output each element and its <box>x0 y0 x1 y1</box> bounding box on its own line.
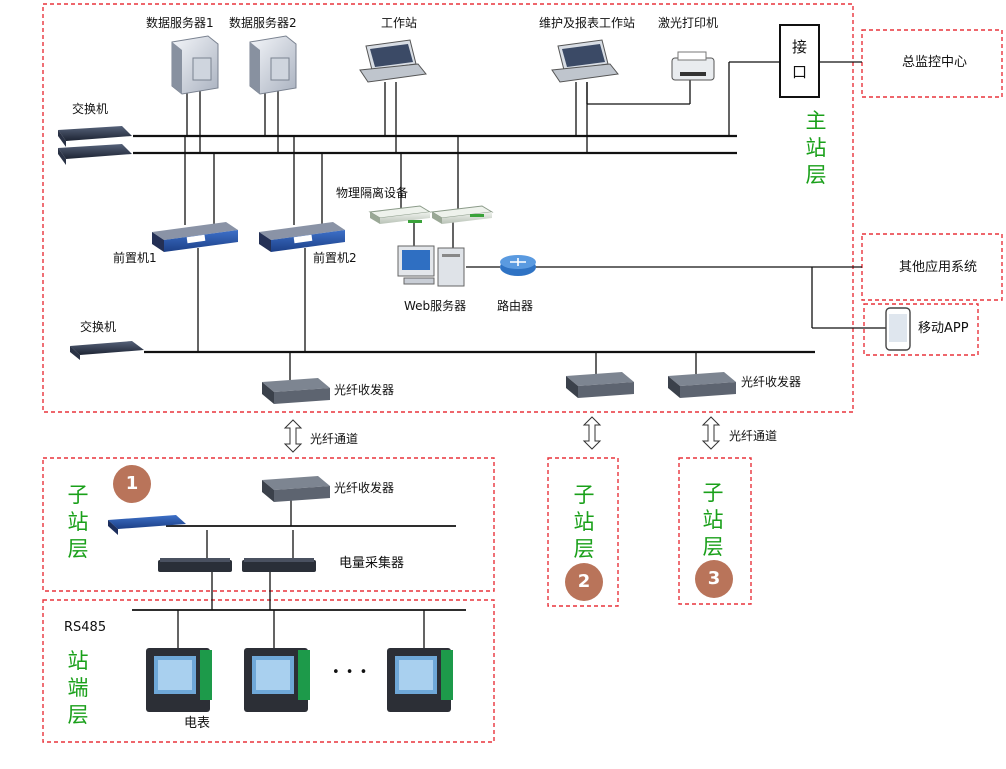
front-processor-2-label: 前置机2 <box>313 251 357 265</box>
mobile-phone-icon <box>885 307 911 351</box>
router-icon <box>500 255 536 276</box>
switch-bottom-label: 交换机 <box>80 320 117 334</box>
fiber-transceiver-sub-label: 光纤收发器 <box>334 481 395 495</box>
substation-1-layer-label: 子站层 <box>67 483 89 561</box>
substation-switch-icon <box>108 515 186 535</box>
substation-3-badge: 3 <box>695 560 733 598</box>
fiber-transceiver-icons <box>262 372 736 502</box>
substation-2-layer-label: 子站层 <box>573 483 595 561</box>
field-layer-zone <box>42 599 495 743</box>
main-layer-label: 主站层 <box>805 109 827 187</box>
data-server-2-label: 数据服务器2 <box>229 16 297 30</box>
main-station-zone <box>42 3 854 413</box>
substation-1-badge: 1 <box>113 465 151 503</box>
mobile-app-box <box>863 303 979 356</box>
meter-icons <box>146 648 453 712</box>
web-server-label: Web服务器 <box>404 299 467 313</box>
fiber-transceiver-main-label: 光纤收发器 <box>334 383 395 397</box>
fiber-transceiver-main-icon <box>262 378 330 404</box>
fiber-arrow-1 <box>283 419 303 453</box>
front-processor-1-label: 前置机1 <box>113 251 157 265</box>
switch-top-label: 交换机 <box>72 102 109 116</box>
rs485-label: RS485 <box>64 620 107 635</box>
fiber-transceiver-3-icon <box>668 372 736 398</box>
router-label: 路由器 <box>497 299 534 313</box>
fiber-arrow-2 <box>582 416 602 450</box>
meter-1-icon <box>146 648 212 712</box>
monitoring-center-box <box>861 29 1003 98</box>
front-processor-2-icon <box>259 222 345 252</box>
workstation-label: 工作站 <box>381 16 418 30</box>
power-collector-icons <box>158 558 316 572</box>
fiber-arrows <box>283 416 721 453</box>
network-lines <box>132 61 886 648</box>
interface-label: 接口 <box>791 38 807 81</box>
field-layer-label: 站端层 <box>67 649 89 727</box>
interface-box: 接口 <box>779 24 820 98</box>
data-server-2-icon <box>249 35 297 95</box>
front-processor-1-icon <box>152 222 238 252</box>
maintenance-laptop-icon <box>551 39 619 83</box>
monitoring-center-label: 总监控中心 <box>902 55 968 70</box>
meter-label: 电表 <box>184 716 211 731</box>
fiber-transceiver-2-icon <box>566 372 634 398</box>
fiber-channel-3-label: 光纤通道 <box>729 429 778 443</box>
switch-bottom-icon <box>70 341 144 360</box>
substation-1-zone <box>42 457 495 592</box>
laser-printer-icon <box>671 51 715 81</box>
meter-2-icon <box>244 648 310 712</box>
isolation-device-label: 物理隔离设备 <box>336 186 409 200</box>
data-server-1-icon <box>171 35 219 95</box>
fiber-transceiver-sub-icon <box>262 476 330 502</box>
fiber-arrow-3 <box>701 416 721 450</box>
data-server-1-label: 数据服务器1 <box>146 16 214 30</box>
maintenance-station-label: 维护及报表工作站 <box>539 16 636 30</box>
substation-2-zone <box>547 457 619 607</box>
other-systems-label: 其他应用系统 <box>899 260 978 275</box>
laser-printer-label: 激光打印机 <box>658 16 719 30</box>
power-collector-label: 电量采集器 <box>339 556 405 571</box>
fiber-channel-1-label: 光纤通道 <box>310 432 359 446</box>
meter-ellipsis: • • • <box>332 665 369 680</box>
substation-3-zone <box>678 457 752 605</box>
web-server-icon <box>397 245 465 287</box>
mobile-app-label: 移动APP <box>918 321 969 336</box>
switch-top-icon <box>58 126 132 165</box>
substation-2-badge: 2 <box>565 563 603 601</box>
meter-3-icon <box>387 648 453 712</box>
isolation-device-icon <box>368 205 494 224</box>
workstation-laptop-icon <box>359 39 427 83</box>
substation-3-layer-label: 子站层 <box>702 481 724 559</box>
fiber-transceiver-right-label: 光纤收发器 <box>741 375 802 389</box>
